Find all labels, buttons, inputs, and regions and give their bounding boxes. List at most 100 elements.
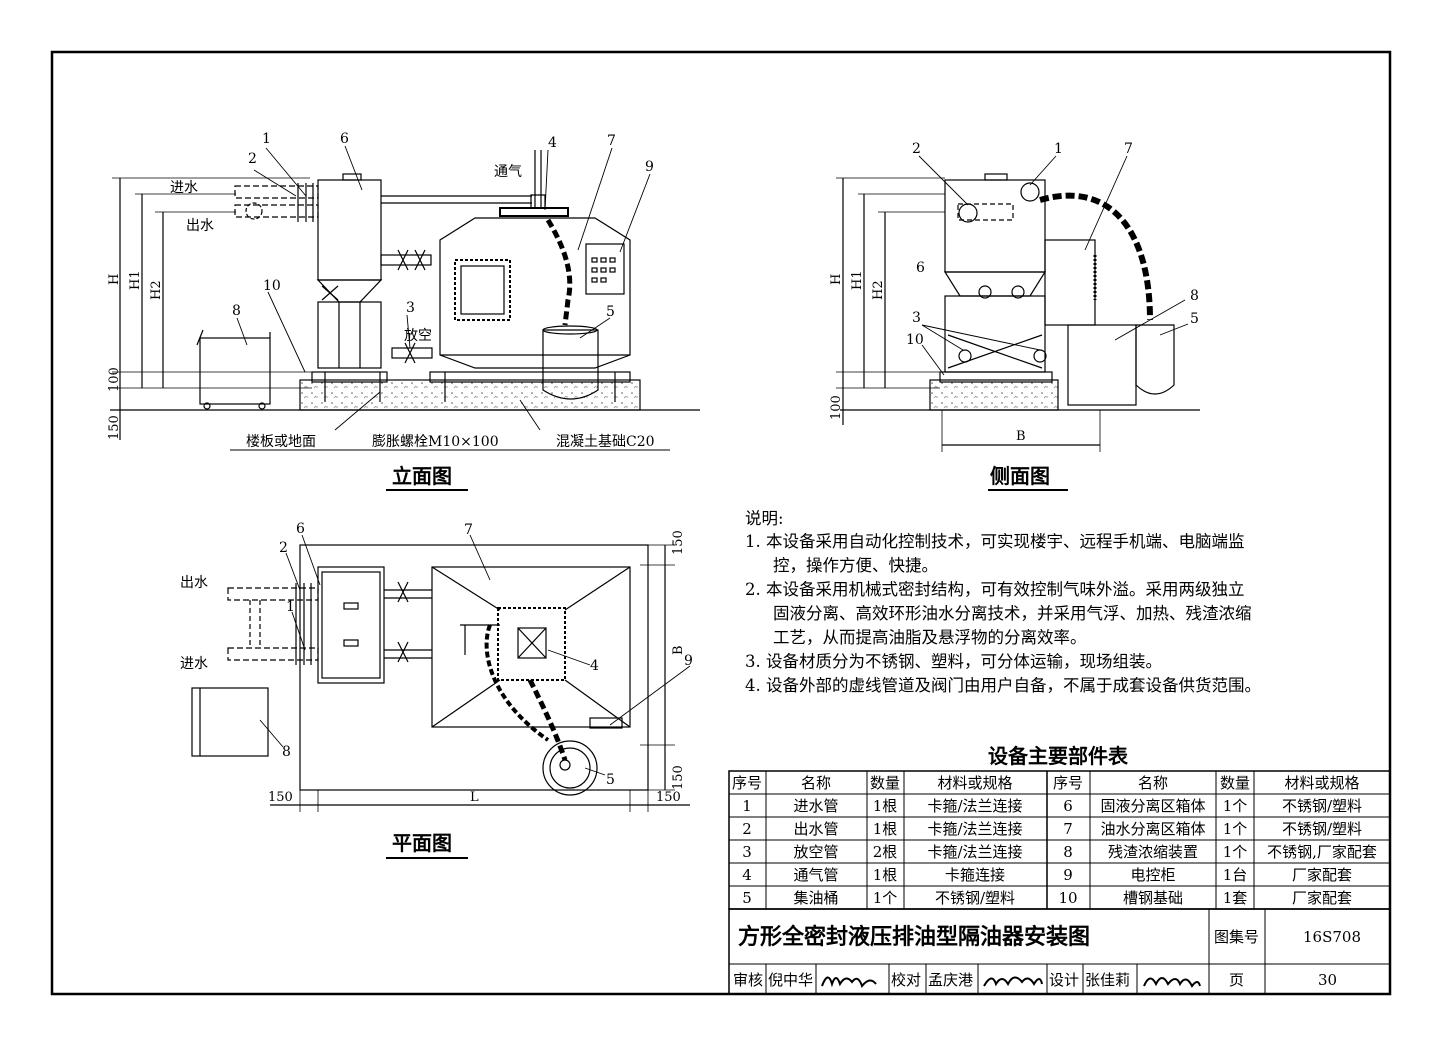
plan-view	[191, 534, 691, 859]
callout-side-7: 7	[1124, 141, 1133, 157]
table-cell: 卡箍/法兰连接	[927, 797, 1022, 815]
callout-side-1: 1	[1054, 141, 1063, 157]
side-view	[836, 155, 1200, 491]
callout-elev-2: 2	[248, 151, 257, 167]
callout-side-5: 5	[1190, 311, 1199, 327]
checker-name: 孟庆港	[928, 971, 973, 989]
note-2-line1: 2. 本设备采用机械式密封结构，可有效控制气味外溢。采用两级独立	[745, 580, 1245, 599]
table-cell: 不锈钢/塑料	[1282, 797, 1362, 815]
table-header-cell: 材料或规格	[937, 774, 1012, 792]
note-2-line3: 工艺，从而提高油脂及悬浮物的分离效率。	[773, 628, 1087, 647]
table-header-cell: 数量	[1220, 774, 1250, 792]
table-cell: 卡箍/法兰连接	[927, 820, 1022, 838]
callout-elev-7: 7	[607, 133, 616, 149]
table-cell: 厂家配套	[1292, 889, 1352, 907]
table-cell: 5	[742, 889, 752, 907]
plan-label-outlet: 出水	[180, 575, 208, 591]
table-cell: 放空管	[793, 843, 838, 861]
plan-oil-bucket	[542, 740, 598, 796]
label-vent: 通气	[494, 164, 522, 180]
dim-h: H	[107, 274, 122, 285]
note-3-line1: 3. 设备材质分为不锈钢、塑料，可分体运输，现场组装。	[745, 652, 1162, 671]
side-solid-liquid-box	[944, 179, 1046, 273]
notes-block: 说明: 1. 本设备采用自动化控制技术，可实现楼宇、远程手机端、电脑端监 控，操…	[745, 509, 1261, 695]
plan-dim-150-bottom: 150	[671, 765, 686, 790]
channel-base-left	[311, 371, 388, 383]
table-cell: 出水管	[793, 820, 838, 838]
reviewer-signature	[821, 976, 877, 989]
side-dim-100: 100	[829, 395, 844, 420]
oil-bucket	[542, 329, 599, 400]
designer-signature	[1143, 977, 1201, 988]
plan-solid-liquid-box	[317, 566, 385, 684]
callout-plan-9: 9	[684, 653, 693, 669]
callout-plan-4: 4	[590, 658, 599, 674]
notes-heading: 说明:	[745, 509, 784, 528]
sheet-border	[50, 50, 1392, 996]
table-cell: 1	[742, 797, 752, 815]
designer-name: 张佳莉	[1085, 971, 1130, 989]
label-inlet: 进水	[170, 180, 198, 196]
table-header-cell: 名称	[1138, 774, 1168, 792]
callout-side-8: 8	[1190, 288, 1199, 304]
parts-table-title: 设备主要部件表	[988, 744, 1129, 768]
callout-plan-2: 2	[279, 540, 288, 556]
table-cell: 1套	[1223, 889, 1248, 907]
table-cell: 1根	[873, 797, 898, 815]
label-drain: 放空	[404, 328, 432, 344]
plan-dim-150-right: 150	[656, 790, 681, 805]
table-cell: 不锈钢/塑料	[935, 889, 1015, 907]
plan-text: 6 2 1 7 4 9 8 5 出水 进水 150 B 150 150 L 15…	[180, 521, 693, 855]
table-cell: 1个	[1223, 797, 1248, 815]
table-cell: 卡箍连接	[945, 866, 1005, 884]
oil-water-tank	[439, 217, 631, 369]
page-label: 页	[1229, 971, 1244, 989]
table-cell: 6	[1063, 797, 1073, 815]
callout-elev-4: 4	[548, 135, 557, 151]
note-floor: 楼板或地面	[246, 434, 316, 450]
table-cell: 不锈钢/塑料	[1282, 820, 1362, 838]
callout-elev-1: 1	[262, 131, 271, 147]
dim-h1: H1	[128, 270, 143, 290]
plan-dim-l: L	[470, 790, 479, 805]
atlas-number: 16S708	[1303, 928, 1361, 946]
solid-liquid-box	[317, 179, 382, 281]
table-cell: 7	[1063, 820, 1073, 838]
plan-dim-150-top: 150	[671, 530, 686, 555]
table-header-cell: 数量	[870, 774, 900, 792]
plan-oil-water-tank	[431, 566, 631, 728]
side-dim-h: H	[829, 274, 844, 285]
callout-plan-8: 8	[282, 744, 291, 760]
callout-elev-10: 10	[263, 278, 281, 294]
table-cell: 1个	[873, 889, 898, 907]
plan-residue-device	[191, 687, 269, 757]
side-residue-device	[1067, 324, 1137, 406]
callout-elev-6: 6	[340, 131, 349, 147]
table-cell: 1根	[873, 820, 898, 838]
table-header-cell: 名称	[801, 774, 831, 792]
note-1-line2: 控，操作方便、快捷。	[773, 556, 938, 575]
side-dim-h1: H1	[850, 270, 865, 290]
table-cell: 油水分离区箱体	[1100, 820, 1205, 838]
title-block-grid	[728, 908, 1391, 995]
table-cell: 1根	[873, 866, 898, 884]
dim-100: 100	[107, 367, 122, 392]
signatures	[821, 976, 1201, 989]
table-cell: 10	[1058, 889, 1077, 907]
table-cell: 卡箍/法兰连接	[927, 843, 1022, 861]
callout-plan-5: 5	[606, 772, 615, 788]
table-cell: 1台	[1223, 866, 1248, 884]
atlas-label: 图集号	[1214, 928, 1259, 946]
callout-plan-1: 1	[286, 599, 295, 615]
note-concrete: 混凝土基础C20	[556, 433, 655, 450]
table-cell: 1个	[1223, 820, 1248, 838]
table-cell: 固液分离区箱体	[1100, 797, 1205, 815]
checker-signature	[983, 976, 1043, 987]
dim-150: 150	[107, 415, 122, 440]
note-1-line1: 1. 本设备采用自动化控制技术，可实现楼宇、远程手机端、电脑端监	[745, 532, 1245, 551]
check-label: 校对	[891, 971, 921, 989]
title-plan: 平面图	[392, 831, 452, 855]
drawing-title: 方形全密封液压排油型隔油器安装图	[738, 924, 1090, 950]
